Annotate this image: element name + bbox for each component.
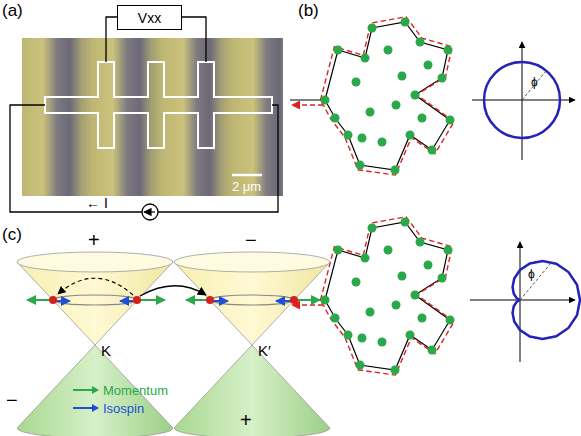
current-source [142,204,158,220]
box-label: Vxx [138,11,161,25]
scale-bar [232,174,262,177]
flake-shape [290,17,455,175]
current-wire [10,105,278,212]
band-sign: + [88,230,100,250]
band-sign: + [240,410,252,430]
scale-label: 2 μm [232,180,261,193]
legend-item: Isospin [72,399,144,417]
current-label: ← I [86,196,108,210]
polar-plot [470,242,580,362]
band-sign: − [245,230,257,250]
legend-arrow [72,385,100,395]
panel-label: (a) [2,2,23,19]
dirac-cone [17,252,173,436]
optical-image [22,38,283,196]
panel-label: (b) [298,2,319,19]
spin-arrows [27,300,320,301]
hall-bar [45,62,272,148]
dirac-cone [174,252,330,436]
panel-label: (c) [2,226,22,243]
legend-text: Isospin [103,401,144,416]
scattering-arrow [58,278,133,295]
scattering-arrow [140,286,206,296]
legend-item: Momentum [72,381,168,399]
valley-label: K′ [258,343,271,358]
angle-label: ϕ [528,268,535,280]
valley-label: K [101,343,111,358]
legend-arrow [72,403,100,413]
angle-label: ϕ [531,76,538,88]
legend-text: Momentum [103,383,168,398]
current-source-arrow [144,211,155,212]
flake-shape [290,217,455,375]
band-sign: − [6,390,18,410]
voltmeter-box: Vxx [117,5,182,30]
polar-plot [472,42,575,160]
state-dot [49,296,298,304]
